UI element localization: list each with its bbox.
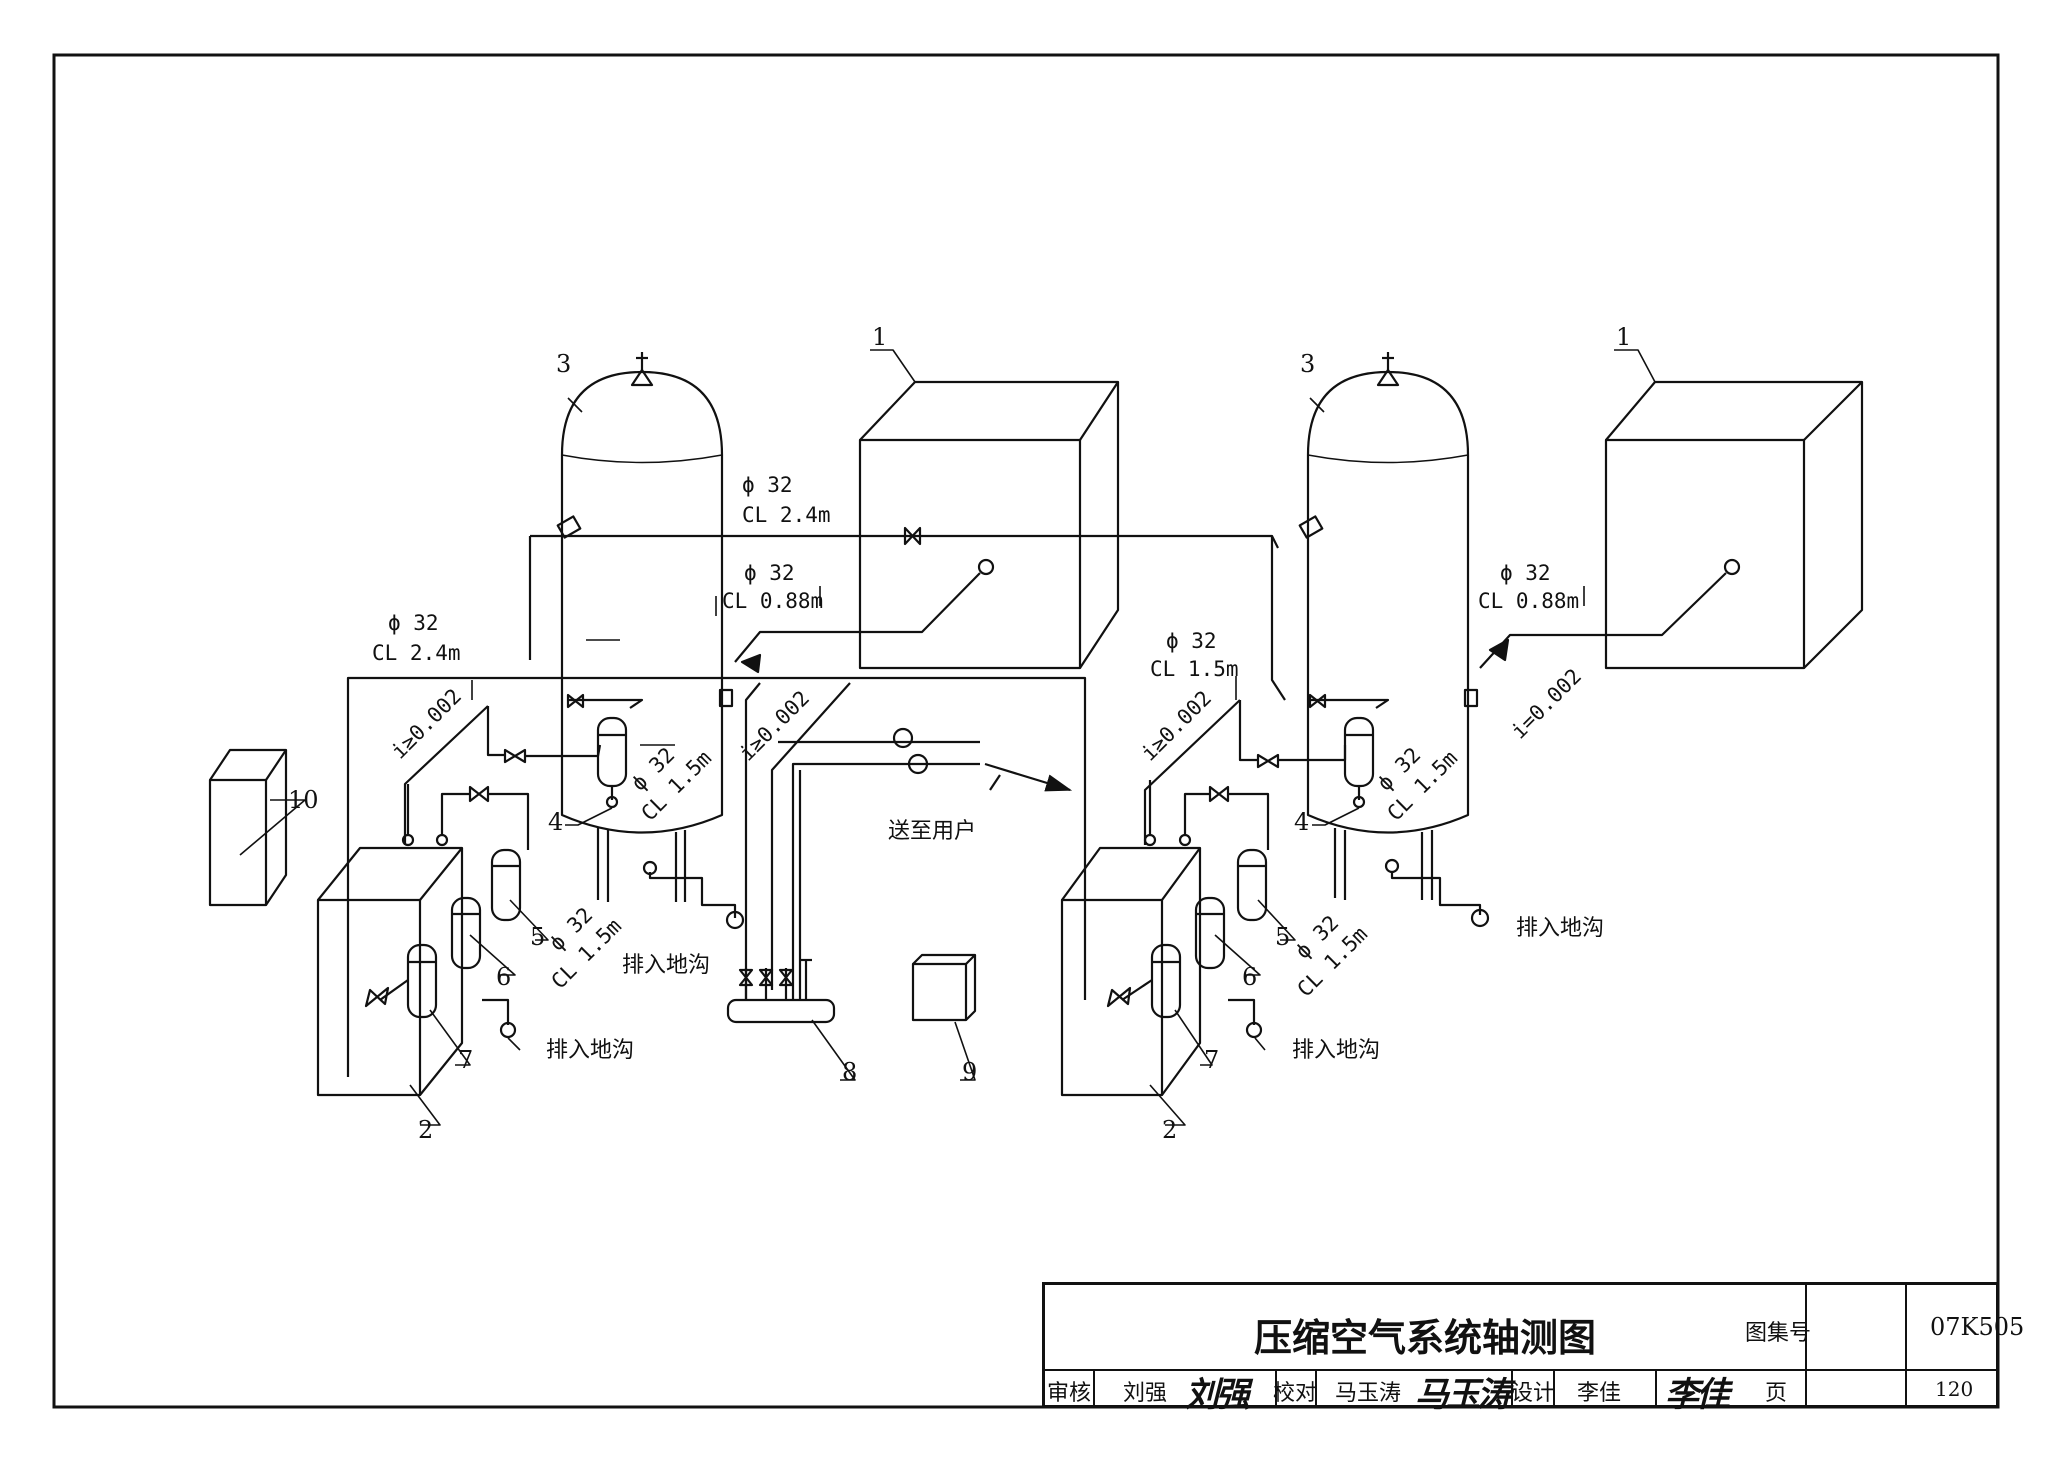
- pipe-dia-top: ϕ 32: [742, 473, 793, 497]
- callout-5-left: 5: [530, 923, 545, 951]
- pipe-cl-right-comp: CL 0.88m: [1478, 589, 1579, 613]
- drain-label-right-tank: 排入地沟: [1516, 916, 1604, 941]
- to-user-label: 送至用户: [888, 819, 976, 844]
- drawing-frame: [52, 53, 2000, 1409]
- callout-7-left: 7: [458, 1046, 473, 1074]
- pipe-dia-right-hdr: ϕ 32: [1166, 629, 1217, 653]
- atlas-label: 图集号: [1745, 1321, 1812, 1346]
- callout-3-left: 3: [556, 350, 571, 378]
- callout-6-left: 6: [496, 963, 511, 991]
- callout-2-right: 2: [1162, 1116, 1177, 1144]
- pipe-dia-left: ϕ 32: [388, 611, 439, 635]
- slope-left: i≥0.002: [387, 684, 467, 764]
- compressor-right: [1463, 380, 1864, 708]
- reviewer-signature: 刘强: [1185, 1375, 1250, 1415]
- page-number: 120: [1935, 1377, 1974, 1401]
- air-tank-right: [1306, 352, 1470, 900]
- pipe-cl-left: CL 2.4m: [372, 641, 461, 665]
- design-label: 设计: [1511, 1381, 1556, 1406]
- callout-7-right: 7: [1204, 1046, 1219, 1074]
- filter-4-right: [1343, 716, 1375, 809]
- designer-name: 李佳: [1577, 1381, 1622, 1406]
- callout-6-right: 6: [1242, 963, 1257, 991]
- callout-8: 8: [842, 1058, 857, 1086]
- dryer-left: [316, 784, 530, 1097]
- manifold-8: [726, 958, 836, 1024]
- drain-label-left-tank: 排入地沟: [622, 953, 710, 978]
- title-block: 压缩空气系统轴测图 图集号 07K505 审核 刘强 刘强 校对 马玉涛 马玉涛…: [1042, 1282, 2024, 1415]
- callout-1-left: 1: [872, 323, 887, 351]
- filter-4-left: [596, 716, 628, 809]
- drawing-title: 压缩空气系统轴测图: [1253, 1316, 1596, 1360]
- page-label: 页: [1765, 1381, 1788, 1406]
- pipe-dia-center: ϕ 32: [744, 561, 795, 585]
- callout-9: 9: [962, 1058, 977, 1086]
- reviewer-name: 刘强: [1123, 1381, 1168, 1406]
- dryer-right: [1060, 780, 1270, 1097]
- callout-4-right: 4: [1294, 808, 1309, 836]
- slope-right-comp: i=0.002: [1507, 664, 1587, 744]
- callout-2-left: 2: [418, 1116, 433, 1144]
- panel-10: [208, 748, 288, 907]
- callout-10: 10: [288, 786, 319, 814]
- compressor-left: [734, 380, 1120, 670]
- review-label: 审核: [1047, 1381, 1092, 1406]
- callout-1-right: 1: [1616, 323, 1631, 351]
- callout-5-right: 5: [1275, 923, 1290, 951]
- slope-right: i≥0.002: [1137, 686, 1217, 766]
- callout-leaders: [239, 349, 1656, 1126]
- pipe-cl-top: CL 2.4m: [742, 503, 831, 527]
- callout-4-left: 4: [548, 808, 563, 836]
- air-tank-left: [560, 352, 724, 902]
- pipe-dia-right-comp: ϕ 32: [1500, 561, 1551, 585]
- drain-label-left-dryer: 排入地沟: [546, 1038, 634, 1063]
- pipe-cl-right-hdr: CL 1.5m: [1150, 657, 1239, 681]
- drain-label-right-dryer: 排入地沟: [1292, 1038, 1380, 1063]
- designer-signature: 李佳: [1665, 1375, 1730, 1415]
- atlas-number: 07K505: [1930, 1313, 2025, 1341]
- panel-9: [911, 953, 977, 1022]
- callout-3-right: 3: [1300, 350, 1315, 378]
- checker-signature: 马玉涛: [1415, 1375, 1511, 1415]
- pipe-cl-center: CL 0.88m: [722, 589, 823, 613]
- check-label: 校对: [1273, 1381, 1318, 1406]
- checker-name: 马玉涛: [1335, 1381, 1402, 1406]
